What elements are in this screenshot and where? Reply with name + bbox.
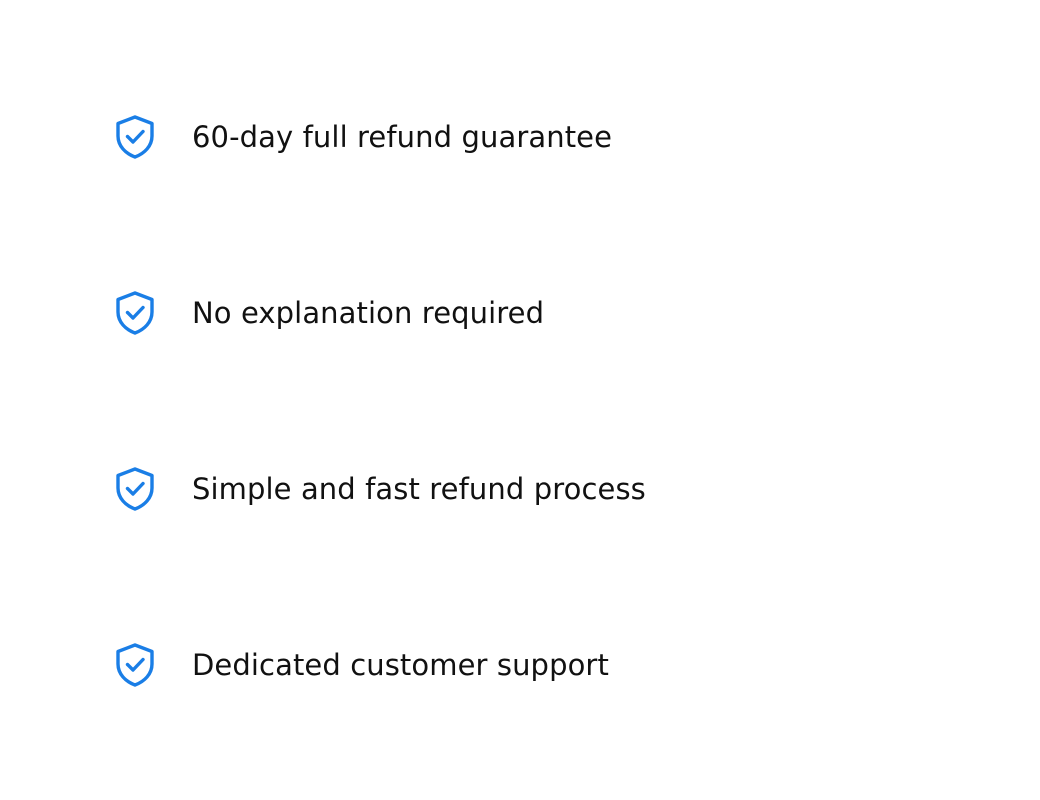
shield-check-icon [113,290,157,336]
feature-label: Simple and fast refund process [192,472,646,506]
shield-check-icon [113,466,157,512]
feature-label: Dedicated customer support [192,648,609,682]
feature-item-refund-guarantee: 60-day full refund guarantee [113,113,612,161]
feature-item-no-explanation: No explanation required [113,289,544,337]
shield-check-icon [113,642,157,688]
shield-check-icon [113,114,157,160]
feature-label: No explanation required [192,296,545,330]
feature-item-simple-process: Simple and fast refund process [113,465,646,513]
feature-label: 60-day full refund guarantee [192,120,613,154]
feature-item-customer-support: Dedicated customer support [113,641,609,689]
